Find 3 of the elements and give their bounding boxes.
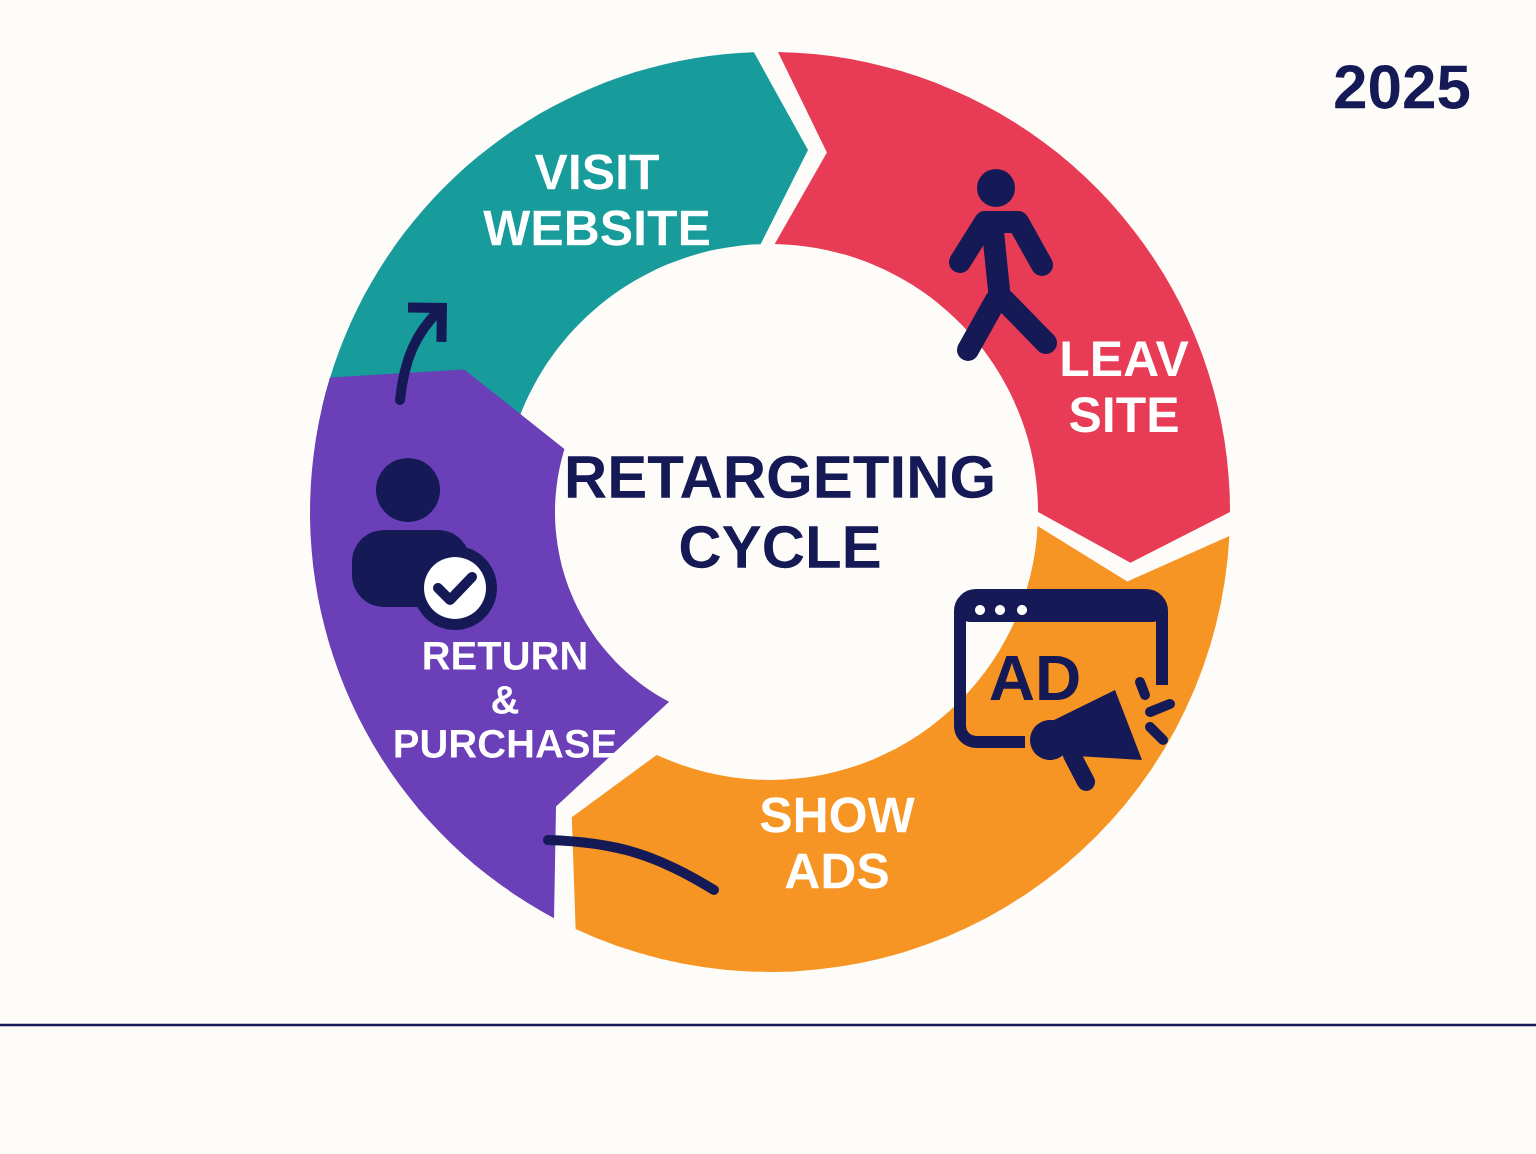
year-label: 2025 (1335, 65, 1470, 109)
icon-text: AD (990, 656, 1079, 700)
arrow (395, 302, 447, 405)
